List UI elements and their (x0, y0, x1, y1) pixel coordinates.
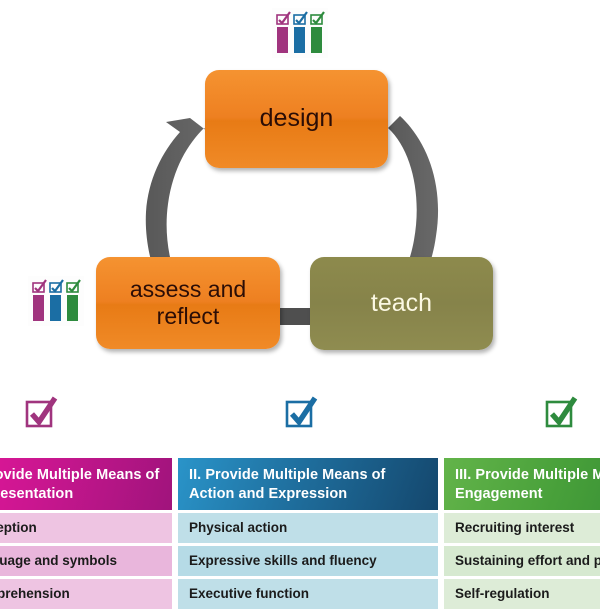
table-column-header: III. Provide Multiple Means of Engagemen… (444, 458, 600, 510)
table-row: Perception (0, 513, 172, 543)
table-column-header: II. Provide Multiple Means of Action and… (178, 458, 438, 510)
table-row: Executive function (178, 579, 438, 609)
udl-guidelines-table: I. Provide Multiple Means of Representat… (0, 458, 600, 609)
cycle-node-assess-and-reflect[interactable]: assess and reflect (96, 257, 280, 349)
triple-bar-chart-check-icon (272, 8, 328, 58)
cycle-node-assess-line1: assess and (129, 275, 247, 302)
table-column-action-expression: II. Provide Multiple Means of Action and… (178, 458, 438, 609)
cycle-node-design[interactable]: design (205, 70, 388, 168)
table-row: Sustaining effort and persistence (444, 546, 600, 576)
cycle-node-teach-label: teach (370, 288, 433, 317)
table-column-representation: I. Provide Multiple Means of Representat… (0, 458, 172, 609)
cycle-node-teach[interactable]: teach (310, 257, 493, 350)
arrow-teach-to-assess (277, 308, 317, 325)
table-column-header: I. Provide Multiple Means of Representat… (0, 458, 172, 510)
cycle-diagram: design teach assess and reflect (28, 8, 493, 350)
checkbox-checked-icon-action-expression (285, 396, 318, 428)
table-row: Comprehension (0, 579, 172, 609)
table-column-engagement: III. Provide Multiple Means of Engagemen… (444, 458, 600, 609)
checkbox-checked-icon-engagement (545, 396, 578, 428)
table-row: Self-regulation (444, 579, 600, 609)
triple-bar-chart-check-icon (28, 276, 84, 326)
table-row: Recruiting interest (444, 513, 600, 543)
cycle-node-assess-line2: reflect (156, 303, 220, 329)
table-row: Physical action (178, 513, 438, 543)
table-row: Language and symbols (0, 546, 172, 576)
table-row: Expressive skills and fluency (178, 546, 438, 576)
cycle-node-design-label: design (259, 104, 334, 133)
cycle-node-assess-label: assess and reflect (130, 276, 246, 330)
checkbox-checked-icon-representation (25, 396, 58, 428)
